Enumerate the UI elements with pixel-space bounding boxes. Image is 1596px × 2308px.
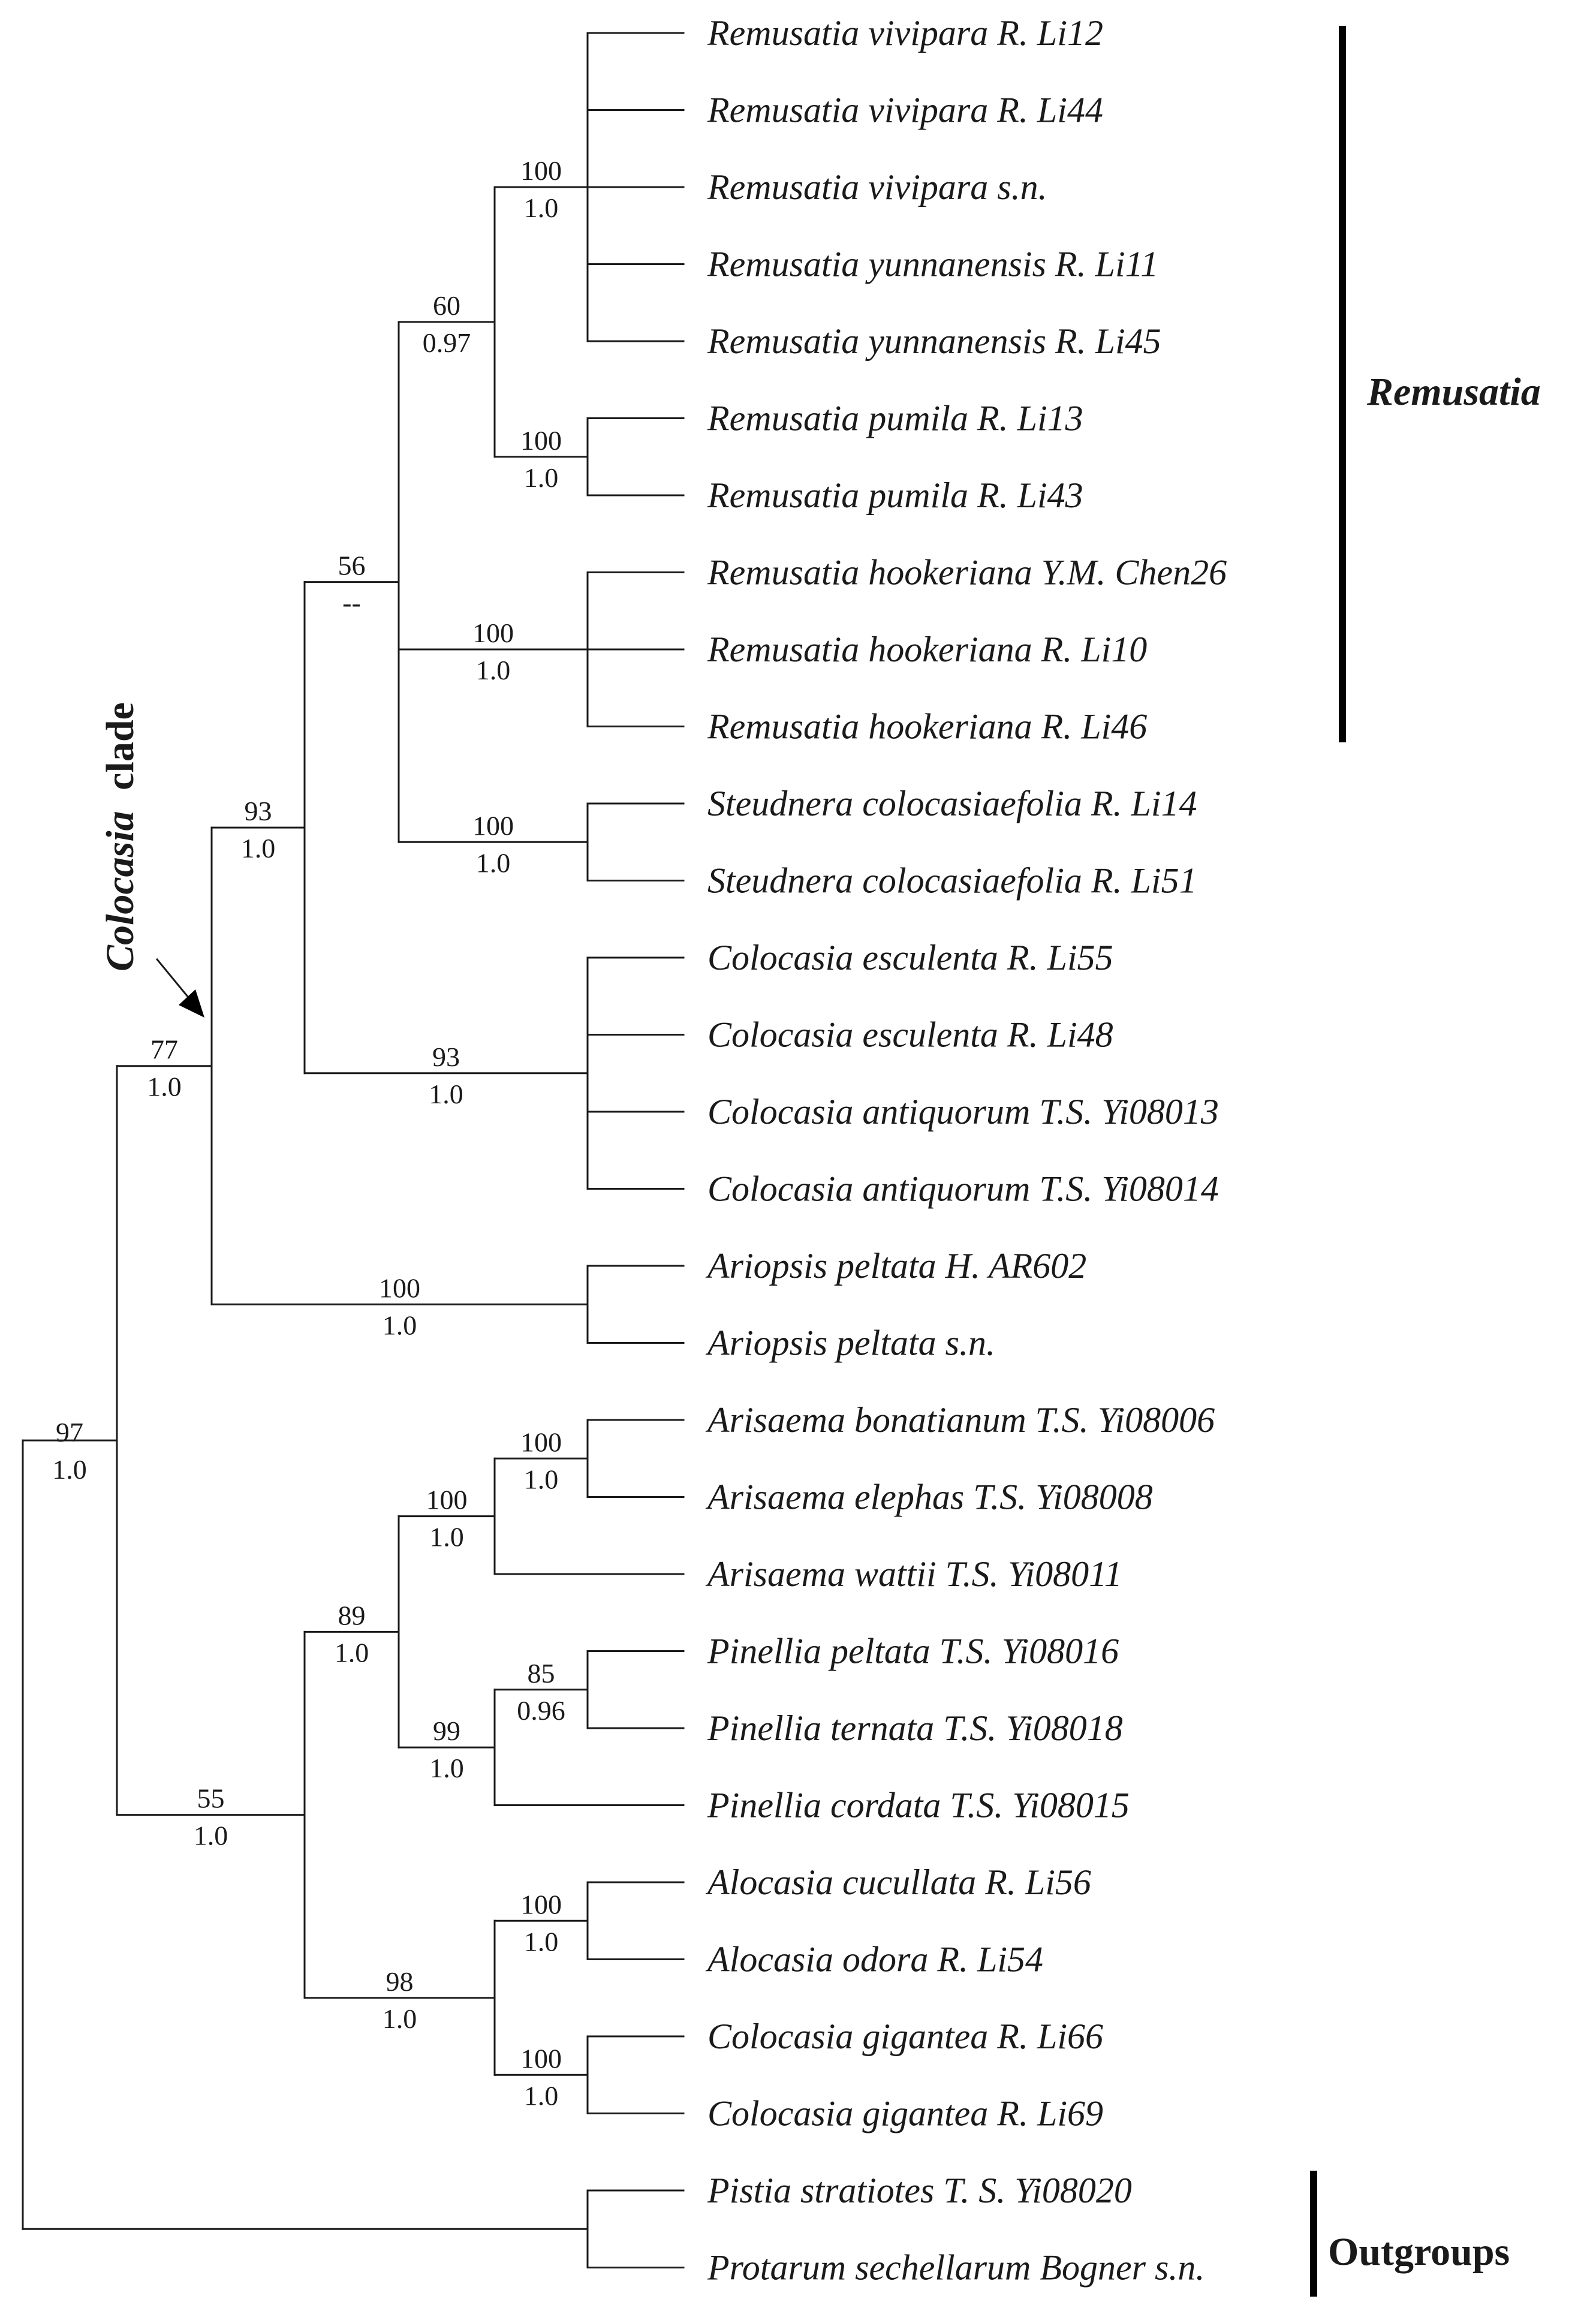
support-posterior-remusatia: -- bbox=[342, 588, 361, 618]
outgroups-group-marker: Outgroups bbox=[1310, 2171, 1510, 2297]
taxon-label: Colocasia antiquorum T.S. Yi08013 bbox=[707, 1092, 1219, 1132]
support-posterior-colo_esc: 1.0 bbox=[429, 1079, 463, 1109]
support-posterior-n55: 1.0 bbox=[194, 1820, 228, 1851]
colocasia-clade-genus: Colocasia bbox=[98, 811, 142, 971]
support-bootstrap-ari_pin: 89 bbox=[338, 1600, 366, 1630]
taxon-label: Steudnera colocasiaefolia R. Li14 bbox=[707, 784, 1197, 823]
support-posterior-cgig: 1.0 bbox=[524, 2080, 559, 2111]
support-bootstrap-steud: 100 bbox=[472, 810, 514, 841]
taxon-label: Ariopsis peltata H. AR602 bbox=[705, 1246, 1086, 1286]
support-posterior-ingroup: 1.0 bbox=[52, 1454, 87, 1485]
support-posterior-ari_pin: 1.0 bbox=[335, 1637, 369, 1668]
support-bootstrap-ariopsis: 100 bbox=[379, 1272, 420, 1303]
outgroups-group-label: Outgroups bbox=[1328, 2230, 1510, 2274]
taxon-label: Remusatia hookeriana Y.M. Chen26 bbox=[707, 553, 1227, 592]
taxon-label: Pinellia ternata T.S. Yi08018 bbox=[707, 1708, 1123, 1748]
taxon-label: Remusatia hookeriana R. Li10 bbox=[707, 630, 1147, 669]
support-posterior-rem_A: 0.97 bbox=[423, 327, 471, 358]
taxon-label: Arisaema bonatianum T.S. Yi08006 bbox=[705, 1400, 1215, 1440]
support-posterior-arisaema: 1.0 bbox=[429, 1522, 464, 1552]
taxon-label: Steudnera colocasiaefolia R. Li51 bbox=[707, 861, 1197, 901]
support-posterior-rem_viv: 1.0 bbox=[524, 192, 559, 223]
support-bootstrap-colocasia_clade: 77 bbox=[150, 1034, 178, 1065]
tree-branches bbox=[22, 32, 685, 2268]
support-bootstrap-aloc: 100 bbox=[520, 1889, 562, 1919]
taxon-label: Pinellia cordata T.S. Yi08015 bbox=[707, 1786, 1130, 1825]
support-posterior-n93: 1.0 bbox=[241, 833, 276, 863]
taxon-label: Arisaema wattii T.S. Yi08011 bbox=[705, 1554, 1122, 1594]
colocasia-clade-annotation: Colocasia clade bbox=[98, 702, 204, 1018]
support-posterior-colocasia_clade: 1.0 bbox=[147, 1072, 182, 1102]
support-values: 100 1.0 100 1.0 60 0.97 100 1.0 100 1.0 56 -- 93 1.0 9… bbox=[52, 155, 565, 2111]
support-posterior-aloc_cg: 1.0 bbox=[383, 2003, 417, 2034]
support-posterior-rem_pum: 1.0 bbox=[524, 462, 559, 493]
taxon-label: Remusatia yunnanensis R. Li45 bbox=[707, 321, 1161, 361]
taxon-label: Remusatia vivipara R. Li44 bbox=[707, 91, 1103, 130]
taxon-label: Remusatia yunnanensis R. Li11 bbox=[707, 245, 1158, 284]
taxon-label: Colocasia gigantea R. Li69 bbox=[707, 2094, 1103, 2134]
support-bootstrap-pinellia: 99 bbox=[433, 1716, 460, 1746]
support-bootstrap-ingroup: 97 bbox=[56, 1417, 83, 1448]
support-posterior-steud: 1.0 bbox=[476, 847, 511, 878]
colocasia-clade-word: clade bbox=[98, 702, 142, 790]
support-posterior-pinellia: 1.0 bbox=[429, 1753, 464, 1783]
taxon-label: Remusatia vivipara R. Li12 bbox=[707, 13, 1103, 53]
taxon-label: Alocasia cucullata R. Li56 bbox=[705, 1862, 1091, 1902]
colocasia-clade-arrow-shaft bbox=[155, 958, 192, 1002]
taxon-label: Arisaema elephas T.S. Yi08008 bbox=[705, 1478, 1153, 1517]
outgroups-bar bbox=[1310, 2171, 1317, 2297]
taxon-label: Remusatia vivipara s.n. bbox=[707, 167, 1047, 207]
taxon-label: Ariopsis peltata s.n. bbox=[705, 1323, 995, 1363]
support-posterior-aloc: 1.0 bbox=[524, 1926, 559, 1957]
support-bootstrap-pin_pt: 85 bbox=[528, 1658, 555, 1689]
remusatia-bar bbox=[1339, 26, 1346, 742]
support-posterior-pin_pt: 0.96 bbox=[517, 1695, 565, 1726]
remusatia-group-marker: Remusatia bbox=[1339, 26, 1541, 742]
arrow-head-icon bbox=[179, 989, 204, 1018]
taxon-label: Pistia stratiotes T. S. Yi08020 bbox=[707, 2171, 1132, 2210]
support-bootstrap-remusatia: 56 bbox=[338, 550, 366, 581]
support-bootstrap-n55: 55 bbox=[197, 1783, 225, 1814]
taxon-label: Colocasia esculenta R. Li55 bbox=[707, 938, 1113, 977]
support-bootstrap-rem_pum: 100 bbox=[520, 425, 562, 456]
support-bootstrap-ari_be: 100 bbox=[520, 1427, 562, 1457]
support-posterior-rem_hook: 1.0 bbox=[476, 655, 511, 685]
taxon-label: Protarum sechellarum Bogner s.n. bbox=[707, 2248, 1204, 2288]
support-bootstrap-rem_viv: 100 bbox=[520, 155, 562, 186]
support-bootstrap-aloc_cg: 98 bbox=[386, 1966, 414, 1997]
support-bootstrap-rem_hook: 100 bbox=[472, 618, 514, 648]
support-posterior-ari_be: 1.0 bbox=[524, 1464, 559, 1494]
taxon-label: Colocasia antiquorum T.S. Yi08014 bbox=[707, 1169, 1219, 1209]
support-bootstrap-colo_esc: 93 bbox=[432, 1042, 460, 1072]
taxon-label: Colocasia esculenta R. Li48 bbox=[707, 1015, 1113, 1055]
taxon-label: Remusatia pumila R. Li43 bbox=[707, 476, 1083, 515]
taxon-label: Remusatia pumila R. Li13 bbox=[707, 399, 1083, 438]
taxon-label: Pinellia peltata T.S. Yi08016 bbox=[707, 1632, 1119, 1671]
support-bootstrap-arisaema: 100 bbox=[426, 1485, 468, 1515]
support-bootstrap-cgig: 100 bbox=[520, 2043, 562, 2074]
taxon-label: Alocasia odora R. Li54 bbox=[705, 1940, 1043, 1979]
taxon-label: Colocasia gigantea R. Li66 bbox=[707, 2017, 1103, 2056]
taxon-label: Remusatia hookeriana R. Li46 bbox=[707, 707, 1147, 747]
colocasia-clade-label: Colocasia clade bbox=[98, 702, 142, 971]
support-bootstrap-n93: 93 bbox=[245, 796, 272, 826]
remusatia-group-label: Remusatia bbox=[1366, 370, 1541, 414]
support-bootstrap-rem_A: 60 bbox=[433, 290, 460, 321]
support-posterior-ariopsis: 1.0 bbox=[383, 1310, 417, 1340]
